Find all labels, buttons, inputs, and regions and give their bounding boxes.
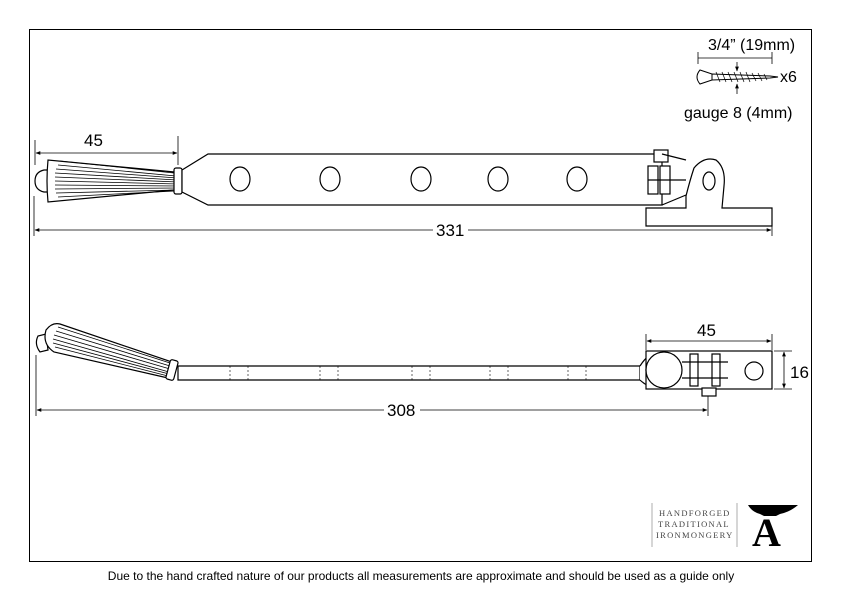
stay-hole (229, 166, 251, 192)
drawing-frame (29, 29, 812, 562)
bottom-stay-bar (177, 365, 641, 381)
bottom-bracket-height-dimension (774, 350, 792, 390)
brand-block: HANDFORGED TRADITIONAL IRONMONGERY A (651, 503, 798, 555)
bottom-bracket-height-label: 16 (790, 363, 809, 382)
top-view-stay (34, 149, 773, 227)
stay-hole (566, 166, 588, 192)
bottom-bracket-width-label: 45 (697, 321, 716, 340)
top-bracket (645, 158, 773, 227)
bottom-hinge-pins (682, 353, 728, 397)
top-handle-reeds (54, 160, 179, 198)
top-handle-dimension (34, 136, 179, 165)
screw-length-label: 3/4” (19mm) (708, 37, 795, 54)
screw-gauge-label: gauge 8 (4mm) (684, 105, 793, 122)
bottom-view-stay (35, 323, 773, 397)
bottom-ferrule (165, 359, 179, 381)
bottom-bracket-width-dimension (645, 334, 773, 350)
brand-line-3: IRONMONGERY (656, 530, 734, 540)
top-overall-length-label: 331 (436, 221, 464, 240)
bottom-overall-length-label: 308 (387, 401, 415, 420)
top-stay-bar (181, 153, 663, 206)
brand-line-1: HANDFORGED (659, 508, 731, 518)
top-handle-length-label: 45 (84, 131, 103, 150)
screw-quantity-label: x6 (780, 69, 797, 86)
disclaimer-text: Due to the hand crafted nature of our pr… (107, 569, 735, 583)
bracket-hole (702, 171, 716, 191)
top-handle-knob (34, 169, 49, 193)
bottom-overall-dimension (35, 355, 709, 416)
stay-hole (319, 166, 341, 192)
logo-letter: A (752, 510, 781, 555)
anvil-logo-icon: A (748, 505, 798, 555)
stay-hole (487, 166, 509, 192)
top-ferrule (173, 167, 183, 195)
stay-hole (410, 166, 432, 192)
screw-detail (696, 52, 779, 94)
bottom-handle-reeds (52, 326, 171, 377)
brand-line-2: TRADITIONAL (658, 519, 730, 529)
top-overall-dimension (33, 196, 773, 236)
top-hinge (647, 149, 687, 206)
bottom-bracket-hole (744, 361, 764, 381)
